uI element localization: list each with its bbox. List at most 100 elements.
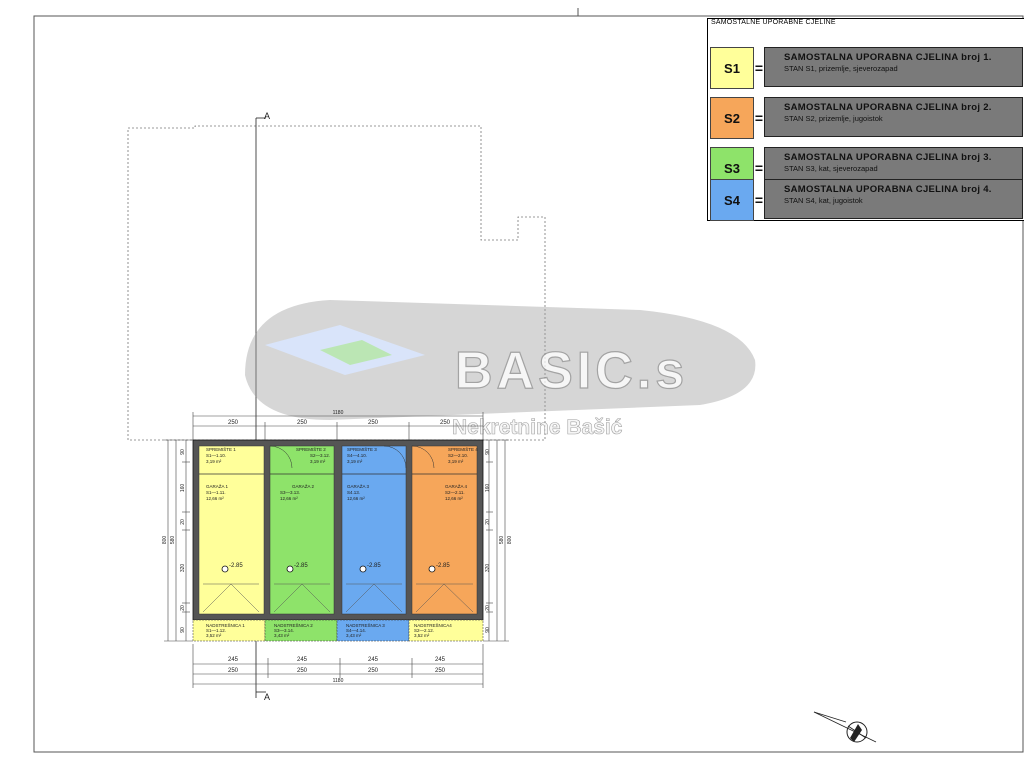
section-label-top: A (264, 111, 270, 121)
dim-left-part-4: 320 (180, 564, 186, 573)
dim-left-part-2: 160 (180, 484, 186, 493)
canopy-1-name: NADSTREŠNICA 1 (206, 622, 245, 628)
legend-sub-s4: STAN S4, kat, jugoistok (784, 196, 863, 205)
legend-equals: = (754, 160, 764, 176)
dim-bottom-seg-2: 250 (297, 668, 308, 674)
legend-code-s4: S4 (710, 179, 754, 221)
watermark: BASIC.s Nekretnine Bašić (245, 300, 756, 439)
dim-right-part-1: 90 (485, 449, 491, 455)
unit-4-garage-code: S2—2.11. (445, 490, 465, 495)
legend-equals: = (754, 110, 764, 126)
section-label-bottom: A (264, 692, 270, 702)
watermark-logo-text: BASIC.s (455, 342, 688, 400)
dim-left-part-3: 20 (180, 519, 186, 525)
unit-1-storage-code: S1—1.10. (206, 453, 226, 458)
unit-2-level-marker (286, 565, 294, 573)
legend-main-s1: SAMOSTALNA UPORABNA CJELINA broj 1. (784, 52, 992, 63)
unit-4: SPREMIŠTE 4 S2—2.10. 3,19 m² GARAŽA 4 S2… (411, 445, 478, 615)
dim-bottom-seg-3: 250 (368, 668, 379, 674)
unit-3-storage-area: 3,19 m² (347, 459, 363, 464)
canopy-1-area: 3,52 m² (206, 633, 222, 638)
unit-1-garage-code: S1—1.11. (206, 490, 226, 495)
unit-2-interior (269, 445, 335, 615)
dimension-bottom (192, 644, 484, 688)
unit-3-storage-name: SPREMIŠTE 3 (347, 446, 377, 452)
unit-1-garage-area: 12,66 m² (206, 496, 224, 501)
unit-4-storage-code: S2—2.10. (448, 453, 468, 458)
dimension-sides (164, 439, 509, 642)
building-outline-dashed (127, 125, 546, 441)
legend-desc-box-s2: SAMOSTALNA UPORABNA CJELINA broj 2. STAN… (764, 97, 1023, 137)
unit-4-level-marker (428, 565, 436, 573)
unit-1-garage-name: GARAŽA 1 (206, 482, 229, 489)
dim-right-part-5: 20 (485, 605, 491, 611)
canopy-4 (408, 619, 484, 642)
legend-row-s2: S2 = SAMOSTALNA UPORABNA CJELINA broj 2.… (710, 97, 1023, 139)
unit-3-level: -2.85 (367, 563, 381, 569)
canopy-4-code: S2—2.12. (414, 628, 434, 633)
watermark-green-square (320, 340, 392, 365)
unit-1: SPREMIŠTE 1 S1—1.10. 3,19 m² GARAŽA 1 S1… (198, 445, 265, 615)
legend-equals: = (754, 192, 764, 208)
legend-row-s1: S1 = SAMOSTALNA UPORABNA CJELINA broj 1.… (710, 47, 1023, 89)
canopy-4-area: 3,52 m² (414, 633, 430, 638)
unit-4-interior (411, 445, 478, 615)
dim-right-sub: 580 (499, 536, 505, 545)
dim-right-part-2: 160 (485, 484, 491, 493)
unit-4-storage-name: SPREMIŠTE 4 (448, 446, 478, 452)
unit-3-door-swing (383, 445, 407, 469)
watermark-logo-shape (245, 300, 756, 420)
legend-desc-box-s1: SAMOSTALNA UPORABNA CJELINA broj 1. STAN… (764, 47, 1023, 87)
unit-2-garage-code: S3—3.13. (280, 490, 300, 495)
dim-top-total: 1180 (333, 410, 344, 416)
dimension-top (192, 412, 484, 440)
dim-top-seg-2: 250 (297, 420, 308, 426)
unit-1-interior (198, 445, 265, 615)
legend-code-s2: S2 (710, 97, 754, 139)
legend-desc-box-s4: SAMOSTALNA UPORABNA CJELINA broj 4. STAN… (764, 179, 1023, 219)
canopy-3-area: 3,43 m² (346, 633, 362, 638)
unit-4-storage-area: 3,19 m² (448, 459, 464, 464)
dim-bottom-total: 1180 (333, 678, 344, 684)
watermark-caption: Nekretnine Bašić (452, 416, 623, 439)
unit-3-storage-code: S4—4.10. (347, 453, 367, 458)
canopy-4-name: NADSTREŠNICA4 (414, 622, 452, 628)
dim-left-total: 800 (162, 536, 168, 545)
unit-4-level: -2.85 (436, 563, 450, 569)
legend-sub-s3: STAN S3, kat, sjeverozapad (784, 164, 878, 173)
dim-right-total: 800 (507, 536, 513, 545)
unit-2-storage-code: S2—3.12. (310, 453, 330, 458)
unit-1-level: -2.85 (229, 563, 243, 569)
legend-code-s1: S1 (710, 47, 754, 89)
legend-sub-s2: STAN S2, prizemlje, jugoistok (784, 114, 883, 123)
unit-3-level-marker (359, 565, 367, 573)
unit-2-storage-area: 3,19 m² (310, 459, 326, 464)
canopy-3-name: NADSTREŠNICA 3 (346, 622, 385, 628)
unit-3-interior (341, 445, 407, 615)
canopy-2-area: 3,43 m² (274, 633, 290, 638)
unit-2-door-swing (269, 445, 293, 469)
dim-bottom-inner-2: 245 (297, 657, 308, 663)
legend-row-s4: S4 = SAMOSTALNA UPORABNA CJELINA broj 4.… (710, 179, 1023, 221)
unit-4-garage-name: GARAŽA 4 (445, 482, 468, 489)
dim-top-seg-1: 250 (228, 420, 239, 426)
unit-1-level-marker (221, 565, 229, 573)
unit-3: SPREMIŠTE 3 S4—4.10. 3,19 m² GARAŽA 3 S4… (341, 445, 407, 615)
north-arrow-icon (813, 711, 877, 743)
legend-main-s2: SAMOSTALNA UPORABNA CJELINA broj 2. (784, 102, 992, 113)
unit-4-door-swing (411, 445, 435, 469)
unit-3-garage-area: 12,66 m² (347, 496, 365, 501)
dim-left-part-1: 90 (180, 449, 186, 455)
unit-4-garage-area: 12,66 m² (445, 496, 463, 501)
unit-3-garage-code: S4.13. (347, 490, 360, 495)
dim-right-part-3: 20 (485, 519, 491, 525)
dim-bottom-seg-4: 250 (435, 668, 446, 674)
unit-2-garage-name: GARAŽA 2 (292, 482, 315, 489)
legend-equals: = (754, 60, 764, 76)
legend-main-s3: SAMOSTALNA UPORABNA CJELINA broj 3. (784, 152, 992, 163)
unit-2: SPREMIŠTE 2 S2—3.12. 3,19 m² GARAŽA 2 S3… (269, 445, 335, 615)
dim-bottom-seg-1: 250 (228, 668, 239, 674)
dim-right-part-4: 320 (485, 564, 491, 573)
dim-left-part-5: 20 (180, 605, 186, 611)
